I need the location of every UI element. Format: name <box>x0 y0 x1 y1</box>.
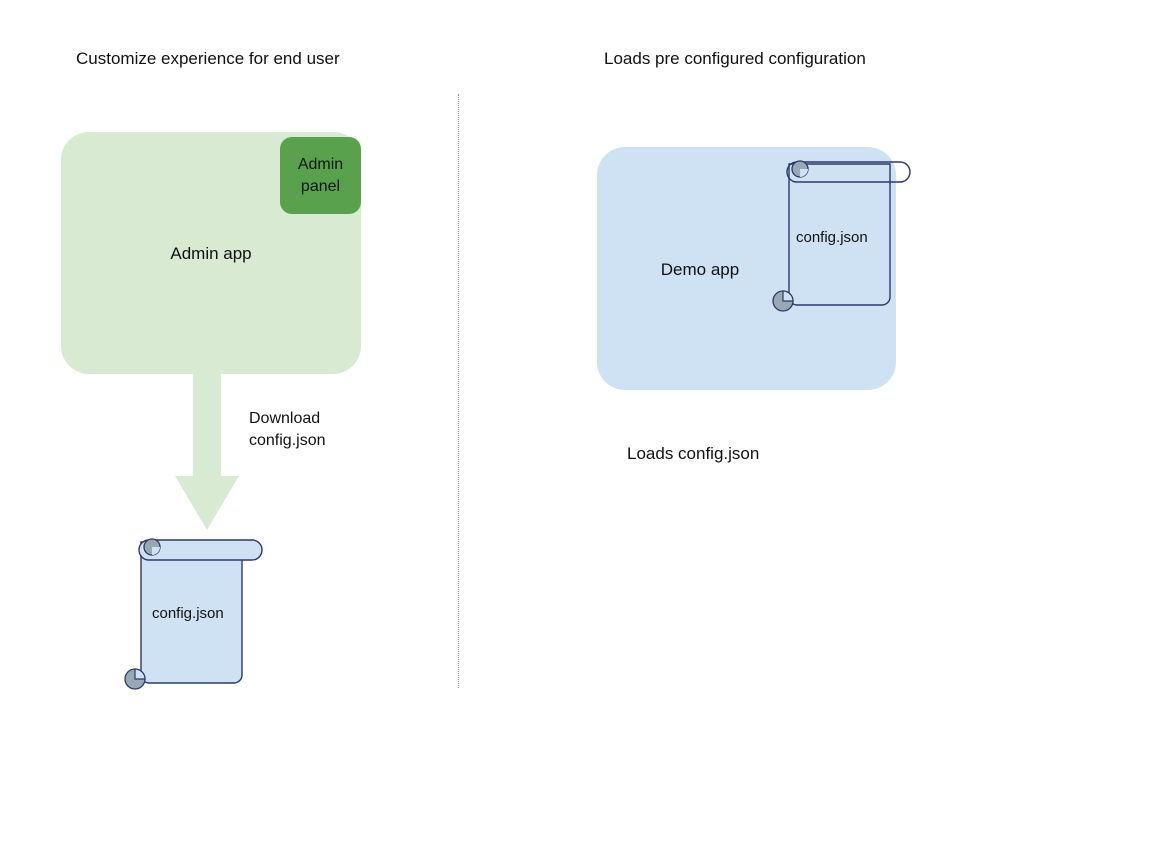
scroll-shape-icon <box>124 538 263 690</box>
demo-app-box: Demo app <box>597 147 896 390</box>
config-json-document-right[interactable]: config.json <box>766 150 916 315</box>
config-json-label-left: config.json <box>152 605 224 622</box>
column-divider <box>458 94 459 688</box>
loads-config-caption: Loads config.json <box>627 444 760 463</box>
left-column-heading: Customize experience for end user <box>76 49 340 68</box>
config-json-label-right: config.json <box>796 229 868 246</box>
download-arrow-label: Download config.json <box>249 410 326 449</box>
admin-app-label: Admin app <box>170 244 252 263</box>
scroll-shape-icon <box>772 160 911 312</box>
admin-panel-label: Admin panel <box>297 155 344 195</box>
admin-panel-badge[interactable]: Admin panel <box>280 137 361 214</box>
config-json-document-left[interactable]: config.json <box>118 528 268 693</box>
download-arrow-icon <box>175 372 239 530</box>
demo-app-label: Demo app <box>660 260 740 279</box>
right-column-heading: Loads pre configured configuration <box>604 49 866 68</box>
